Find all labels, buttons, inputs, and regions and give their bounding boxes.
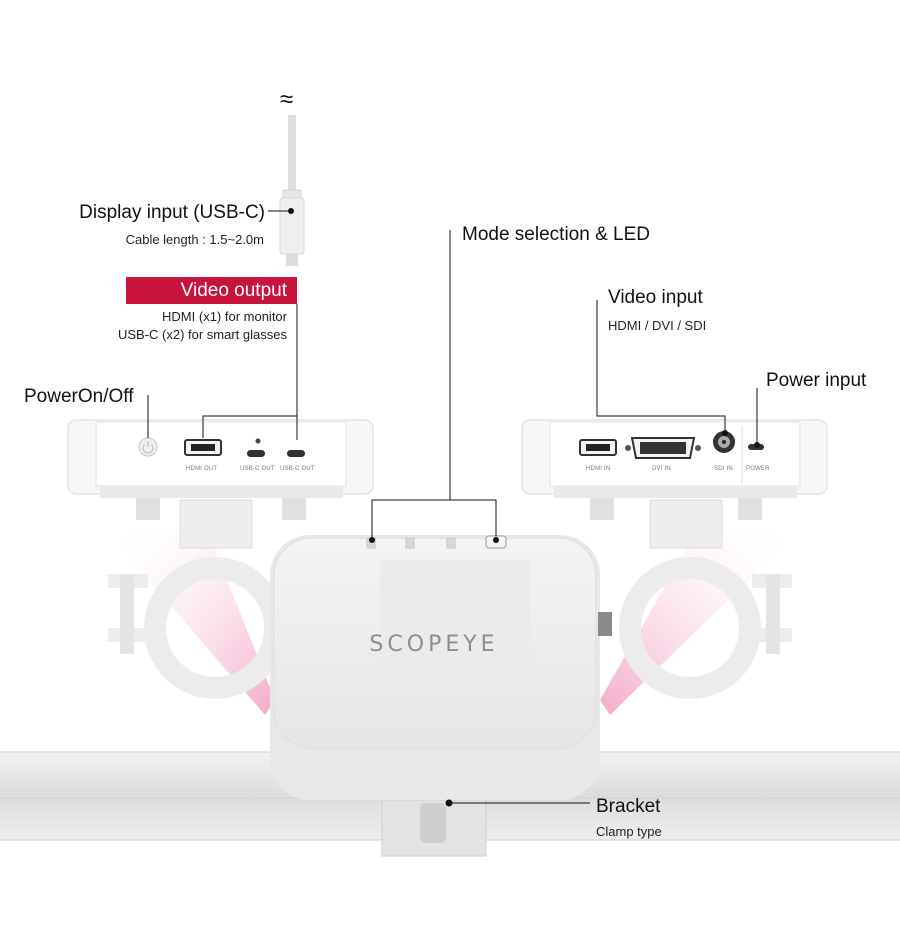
- brand-logo: SCOPEYE: [369, 632, 499, 657]
- video-output-badge: Video output: [126, 277, 297, 304]
- led-indicator: [446, 537, 456, 549]
- left-glow: [110, 525, 275, 715]
- usbc-out-port-icon: [247, 450, 265, 457]
- right-input-unit: [521, 419, 828, 498]
- power-input-label: Power input: [766, 370, 867, 391]
- port-label: USB-C OUT: [280, 466, 315, 472]
- mode-selection-label: Mode selection & LED: [462, 224, 650, 245]
- video-output-line2: USB-C (x2) for smart glasses: [117, 327, 287, 342]
- leader-dots: [288, 208, 760, 807]
- cable-length-text: Cable length : 1.5~2.0m: [125, 232, 264, 247]
- bracket-title: Bracket: [596, 796, 661, 817]
- main-unit: [270, 535, 612, 800]
- display-input-title: Display input (USB-C): [79, 202, 265, 223]
- usbc-out-port-icon: [287, 450, 305, 457]
- video-input-subtitle: HDMI / DVI / SDI: [608, 318, 707, 333]
- port-label: DVI IN: [652, 466, 671, 472]
- bracket-subtitle: Clamp type: [596, 824, 662, 839]
- approx-icon: ≈: [280, 86, 294, 113]
- left-output-unit: [67, 419, 374, 498]
- right-arm: [590, 498, 792, 699]
- port-label: HDMI OUT: [186, 466, 218, 472]
- port-label: SDI IN: [714, 466, 733, 472]
- power-switch-label: PowerOn/Off: [24, 386, 134, 407]
- usb-c-cable: [279, 115, 305, 266]
- leader-lines: [147, 210, 758, 804]
- port-label: USB-C OUT: [240, 466, 275, 472]
- led-indicator: [405, 537, 415, 549]
- video-output-line1: HDMI (x1) for monitor: [162, 309, 287, 324]
- port-label: POWER: [746, 466, 770, 472]
- video-input-title: Video input: [608, 287, 703, 308]
- port-label: HDMI IN: [586, 466, 611, 472]
